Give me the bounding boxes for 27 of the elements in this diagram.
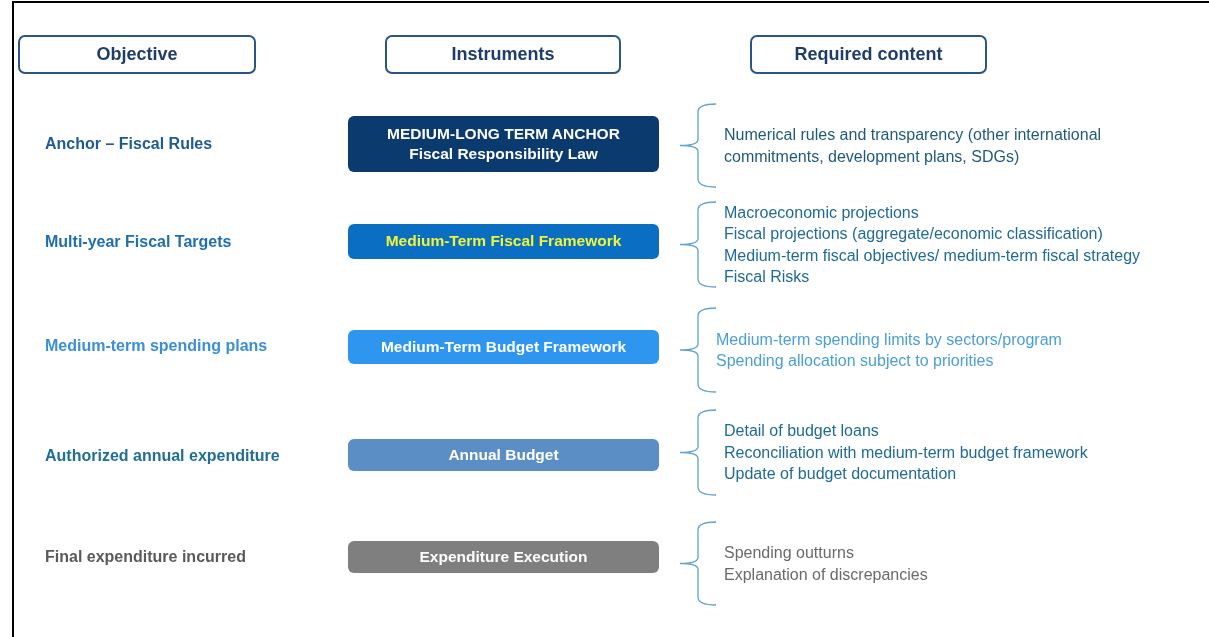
objective-label: Authorized annual expenditure	[45, 446, 281, 466]
objective-label: Final expenditure incurred	[45, 547, 247, 567]
column-header: Required content	[750, 35, 987, 74]
content-item: Medium-term fiscal objectives/ medium-term fiscal strategy	[724, 245, 1142, 266]
content-item: Macroeconomic projections	[724, 202, 920, 223]
content-item: Fiscal projections (aggregate/economic classification)	[724, 224, 1104, 244]
content-item: Fiscal Risks	[724, 267, 811, 287]
content-item: Medium-term spending limits by sectors/program	[716, 329, 1063, 350]
content-item: Numerical rules and transparency (other international commitments, development plans, SDGs)	[724, 125, 1103, 167]
instrument-title: MEDIUM-LONG TERM ANCHOR	[387, 123, 620, 144]
content-item: Spending allocation subject to priorities	[716, 351, 995, 371]
instrument-subtitle: Fiscal Responsibility Law	[409, 144, 598, 164]
content-item: Explanation of discrepancies	[724, 564, 929, 585]
content-item: Reconciliation with medium-term budget framework	[724, 442, 1089, 463]
instrument-box: Annual Budget	[348, 439, 659, 471]
content-item: Update of budget documentation	[724, 464, 958, 485]
instrument-box: Medium-Term Fiscal Framework	[348, 224, 659, 259]
column-header: Objective	[18, 35, 256, 74]
objective-label: Multi-year Fiscal Targets	[45, 232, 233, 252]
instrument-box	[348, 116, 659, 172]
instrument-box: Expenditure Execution	[348, 541, 659, 573]
instrument-box: Medium-Term Budget Framework	[348, 330, 659, 364]
objective-label: Anchor – Fiscal Rules	[45, 134, 214, 154]
column-header: Instruments	[385, 35, 621, 74]
objective-label: Medium-term spending plans	[45, 336, 269, 356]
content-item: Detail of budget loans	[724, 421, 880, 442]
content-item: Spending outturns	[724, 543, 855, 563]
